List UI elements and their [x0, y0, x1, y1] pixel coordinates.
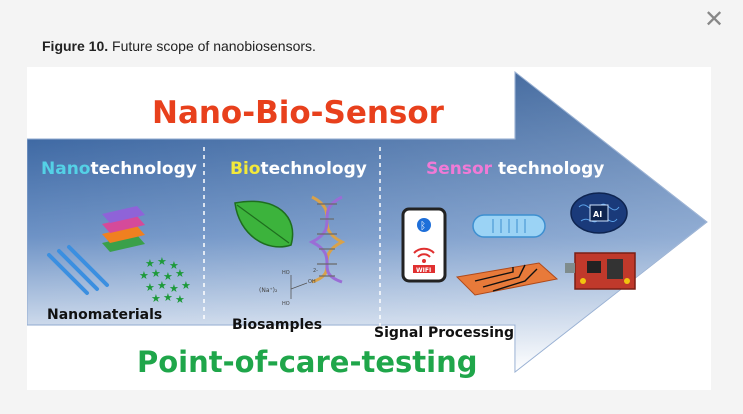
caption-label: Figure 10.	[42, 38, 109, 54]
close-icon[interactable]: ✕	[703, 5, 725, 33]
nanowires-icon	[47, 245, 109, 295]
molecule-icon	[290, 275, 308, 299]
caption-text: Future scope of nanobiosensors.	[108, 38, 316, 54]
phone-icon: ᛒ	[401, 207, 447, 283]
figure-caption: Figure 10. Future scope of nanobiosensor…	[42, 38, 316, 54]
stars-icon: ★★★ ★★★★ ★★★★ ★★★	[139, 255, 191, 306]
section-prefix: Sensor	[426, 159, 493, 179]
svg-text:★: ★	[163, 291, 173, 304]
leaf-icon	[234, 200, 294, 248]
ai-chip-label: AI	[593, 210, 602, 219]
svg-text:★: ★	[169, 259, 179, 272]
wifi-label: WIFI	[416, 267, 431, 274]
molecule-ho-top: HO	[282, 270, 290, 276]
svg-text:★: ★	[157, 255, 167, 268]
layers-icon	[102, 206, 145, 252]
molecule-ho-bottom: HO	[282, 301, 290, 307]
section-suffix: technology	[492, 159, 605, 179]
section-sensor-technology: Sensor technology	[426, 159, 604, 179]
svg-text:★: ★	[175, 293, 185, 306]
molecule-charge: 2-	[313, 268, 318, 274]
molecule-formula: (Na⁺)₂	[259, 287, 278, 294]
svg-text:★: ★	[139, 269, 149, 282]
svg-text:★: ★	[151, 292, 161, 305]
bluetooth-icon: ᛒ	[420, 221, 426, 232]
section-prefix: Nano	[41, 159, 91, 179]
section-suffix: technology	[260, 159, 367, 179]
svg-text:★: ★	[145, 257, 155, 270]
circuit-board-icon	[565, 252, 636, 290]
arrow-graphic: ★★★ ★★★★ ★★★★ ★★★	[27, 70, 708, 374]
svg-text:★: ★	[145, 281, 155, 294]
dna-icon	[308, 195, 346, 284]
svg-text:★: ★	[163, 270, 173, 283]
section-nanotechnology: Nanotechnology	[41, 159, 197, 179]
svg-text:★: ★	[157, 279, 167, 292]
section-biotechnology: Biotechnology	[230, 159, 367, 179]
section-suffix: technology	[90, 159, 197, 179]
section-prefix: Bio	[230, 159, 261, 179]
sublabel-signal-processing: Signal Processing	[374, 325, 515, 341]
electrode-icon	[455, 262, 559, 296]
svg-text:★: ★	[169, 282, 179, 295]
figure-title-bottom: Point-of-care-testing	[137, 345, 478, 379]
sublabel-nanomaterials: Nanomaterials	[47, 307, 163, 323]
svg-text:★: ★	[151, 267, 161, 280]
sublabel-biosamples: Biosamples	[232, 317, 323, 333]
ai-chip-icon	[570, 192, 628, 234]
figure-image: ★★★ ★★★★ ★★★★ ★★★	[27, 67, 711, 390]
sensor-patch-icon	[472, 214, 546, 238]
figure-title-top: Nano-Bio-Sensor	[152, 95, 444, 131]
svg-text:★: ★	[175, 267, 185, 280]
molecule-oh: OH	[308, 279, 316, 285]
svg-text:★: ★	[181, 279, 191, 292]
